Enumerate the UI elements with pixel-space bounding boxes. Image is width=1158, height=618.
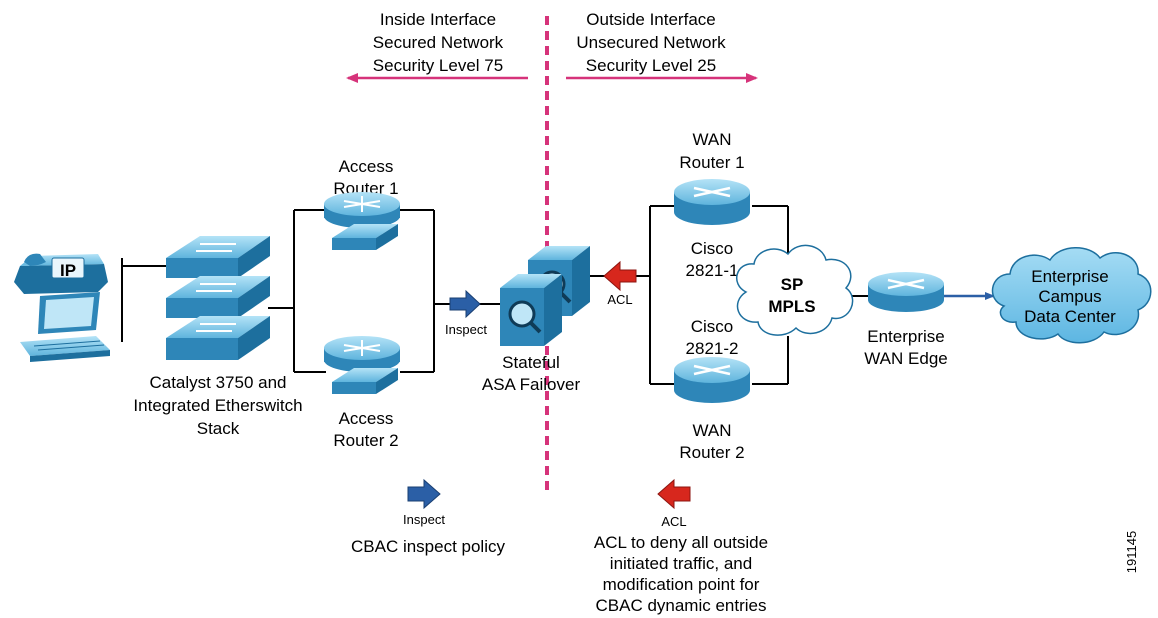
legend-acl-description: ACL to deny all outside initiated traffi… (594, 533, 768, 615)
acl-arrow-icon (603, 260, 637, 292)
inside-zone-label: Inside Interface Secured Network Securit… (373, 10, 504, 75)
svg-text:Campus: Campus (1038, 287, 1101, 306)
svg-text:Router 2: Router 2 (333, 431, 398, 450)
svg-text:modification point for: modification point for (603, 575, 760, 594)
figure-id: 191145 (1124, 531, 1139, 573)
svg-text:Catalyst 3750 and: Catalyst 3750 and (149, 373, 286, 392)
asa-label: Stateful ASA Failover (482, 353, 581, 394)
switch-unit-2 (166, 276, 270, 318)
asa-firewall-icon (500, 246, 590, 346)
inspect-marker-label: Inspect (445, 322, 487, 337)
switch-unit-1 (166, 236, 270, 278)
svg-text:2821-1: 2821-1 (686, 261, 739, 280)
legend-inspect-description: CBAC inspect policy (351, 537, 506, 556)
switch-unit-3 (166, 316, 270, 360)
switch-stack-icon (166, 236, 270, 360)
svg-text:Access: Access (339, 157, 394, 176)
svg-text:CBAC dynamic entries: CBAC dynamic entries (595, 596, 766, 615)
svg-text:Secured Network: Secured Network (373, 33, 504, 52)
wan-router-2-icon (674, 357, 750, 403)
legend-inspect-arrow-icon (407, 478, 441, 510)
wan-edge-router-icon (868, 272, 944, 312)
ip-phone-icon: IP (14, 253, 108, 294)
catalyst-stack-label: Catalyst 3750 and Integrated Etherswitch… (133, 373, 302, 438)
svg-text:Router 2: Router 2 (679, 443, 744, 462)
svg-text:Security Level 25: Security Level 25 (586, 56, 716, 75)
svg-text:Outside Interface: Outside Interface (586, 10, 715, 29)
svg-text:2821-2: 2821-2 (686, 339, 739, 358)
campus-label: Enterprise Campus Data Center (1024, 267, 1116, 326)
access-router-1-label: Access Router 1 (333, 157, 398, 198)
svg-text:Data Center: Data Center (1024, 307, 1116, 326)
svg-text:Router 1: Router 1 (679, 153, 744, 172)
svg-text:Inside Interface: Inside Interface (380, 10, 496, 29)
sp-mpls-cloud-icon (736, 244, 854, 336)
svg-text:WAN: WAN (692, 130, 731, 149)
campus-cloud-icon (991, 247, 1152, 344)
wan-router-1-model: Cisco 2821-1 (686, 239, 739, 280)
svg-text:ASA Failover: ASA Failover (482, 375, 581, 394)
svg-text:Security Level 75: Security Level 75 (373, 56, 503, 75)
svg-text:Stack: Stack (197, 419, 240, 438)
svg-text:SP: SP (781, 275, 804, 294)
wan-router-2-model: Cisco 2821-2 (686, 317, 739, 358)
legend-inspect-label: Inspect (403, 512, 445, 527)
svg-text:initiated traffic, and: initiated traffic, and (610, 554, 752, 573)
ip-badge: IP (60, 261, 76, 280)
access-router-2-icon (324, 336, 400, 394)
access-router-1-icon (324, 192, 400, 250)
svg-text:Enterprise: Enterprise (1031, 267, 1108, 286)
legend-acl-label: ACL (661, 514, 686, 529)
sp-mpls-label: SP MPLS (768, 275, 815, 316)
svg-text:Stateful: Stateful (502, 353, 560, 372)
legend-acl-arrow-icon (657, 478, 691, 510)
wan-router-1-label: WAN Router 1 (679, 130, 744, 172)
svg-text:WAN Edge: WAN Edge (864, 349, 947, 368)
pc-icon (20, 292, 110, 362)
inspect-arrow-icon (449, 289, 481, 319)
svg-text:Cisco: Cisco (691, 317, 734, 336)
svg-text:Unsecured Network: Unsecured Network (576, 33, 726, 52)
access-router-2-label: Access Router 2 (333, 409, 398, 450)
svg-text:WAN: WAN (692, 421, 731, 440)
wan-router-2-label: WAN Router 2 (679, 421, 744, 462)
svg-text:Cisco: Cisco (691, 239, 734, 258)
svg-text:Enterprise: Enterprise (867, 327, 944, 346)
svg-text:Integrated Etherswitch: Integrated Etherswitch (133, 396, 302, 415)
wan-edge-label: Enterprise WAN Edge (864, 327, 947, 368)
wan-router-1-icon (674, 179, 750, 225)
svg-text:MPLS: MPLS (768, 297, 815, 316)
outside-zone-label: Outside Interface Unsecured Network Secu… (576, 10, 726, 75)
svg-text:Access: Access (339, 409, 394, 428)
svg-text:ACL to deny all outside: ACL to deny all outside (594, 533, 768, 552)
acl-marker-label: ACL (607, 292, 632, 307)
